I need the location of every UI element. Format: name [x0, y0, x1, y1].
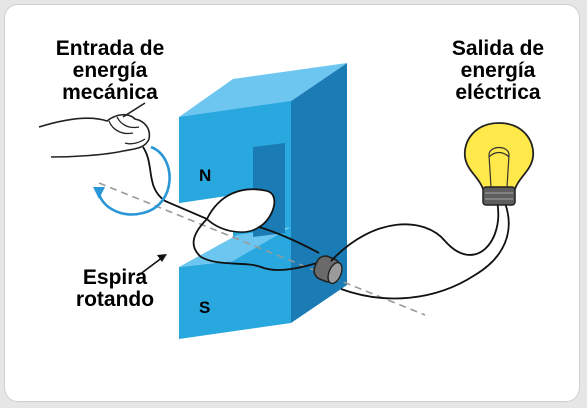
hand-icon — [38, 102, 151, 158]
input-energy-label: Entrada de energía mecánica — [55, 37, 165, 104]
loop-pointer-arrow — [138, 254, 167, 276]
rotation-arrow-icon — [93, 145, 171, 216]
bulb-glass — [464, 122, 534, 190]
loop-white-fill — [206, 188, 276, 233]
bulb-base — [482, 186, 516, 206]
rotating-loop-label: Espira rotando — [75, 266, 155, 311]
magnet-top-face — [179, 63, 347, 117]
output-wire-1 — [330, 200, 500, 262]
lower-jaw-top — [179, 227, 291, 267]
light-bulb — [464, 122, 534, 206]
north-pole-label: N — [199, 166, 212, 185]
generator-illustration — [38, 63, 534, 339]
magnet-back-side — [291, 63, 347, 323]
output-energy-label: Salida de energía eléctrica — [451, 37, 545, 104]
bulb-filament — [488, 146, 510, 188]
rotating-loop-lower — [192, 218, 318, 271]
diagram-frame: Entrada de energía mecánica Salida de en… — [4, 4, 580, 402]
output-wire-2 — [340, 202, 510, 300]
south-pole-label: S — [199, 298, 211, 317]
rotation-axis — [98, 182, 426, 316]
slip-ring — [313, 255, 343, 285]
